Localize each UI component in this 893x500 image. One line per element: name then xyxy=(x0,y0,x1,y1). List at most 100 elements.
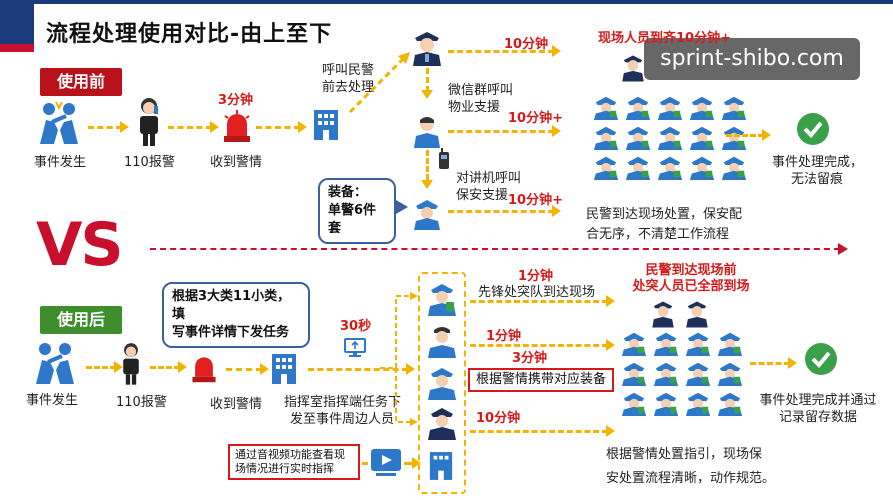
flow-arrowhead-down xyxy=(421,90,433,99)
before-time-10min-plus-1: 10分钟+ xyxy=(508,111,563,126)
after-callout-line1: 根据3大类11小类，填 xyxy=(172,289,291,322)
police-officer-icon xyxy=(652,330,680,356)
after-video-line2: 场情况进行实时指挥 xyxy=(235,462,334,475)
after-callout-line2: 写事件详情下发任务 xyxy=(172,325,290,340)
monitor-icon xyxy=(344,338,366,358)
before-dispatch-line2: 前去处理 xyxy=(322,80,375,95)
flow-arrow-vertical xyxy=(426,68,429,92)
security-guard-icon xyxy=(426,322,458,358)
after-arrive-line2: 处突人员已全部到场 xyxy=(632,279,750,294)
before-time-10min-plus-2: 10分钟+ xyxy=(508,193,563,208)
flow-arrowhead xyxy=(788,357,797,369)
page-title: 流程处理使用对比-由上至下 xyxy=(46,22,333,47)
flow-arrow xyxy=(470,430,608,433)
flow-arrow xyxy=(470,300,608,303)
check-icon xyxy=(796,112,830,146)
police-officer-icon xyxy=(716,330,744,356)
police-officer-icon xyxy=(720,94,748,120)
police-officer-icon xyxy=(656,124,684,150)
flow-arrowhead xyxy=(606,339,615,351)
flow-arrowhead xyxy=(606,295,615,307)
police-officer-icon xyxy=(684,390,712,416)
flow-arrow xyxy=(362,462,368,465)
after-guide-line2: 安处置流程清晰，动作规范。 xyxy=(606,471,776,486)
after-equip-box: 根据警情携带对应装备 xyxy=(468,368,615,392)
flow-arrow xyxy=(150,366,180,369)
police-officer-icon xyxy=(410,28,444,66)
before-time-3min: 3分钟 xyxy=(218,93,254,108)
before-badge: 使用前 xyxy=(40,68,122,96)
flow-arrowhead-down xyxy=(421,180,433,189)
security-guard-icon xyxy=(412,114,442,148)
police-officer-icon xyxy=(656,94,684,120)
after-time-1min-a: 1分钟 xyxy=(518,269,554,284)
flow-arrowhead xyxy=(260,363,269,375)
after-vanguard-label: 先锋处突队到达现场 xyxy=(478,285,596,300)
flow-arrowhead xyxy=(406,363,415,375)
police-officer-icon xyxy=(688,124,716,150)
before-arrive-top: 现场人员到齐10分钟+ xyxy=(598,31,731,46)
top-accent-bar xyxy=(0,0,893,4)
police-officer-icon xyxy=(720,124,748,150)
after-badge: 使用后 xyxy=(40,306,122,334)
corner-accent-blue xyxy=(0,4,34,44)
police-officer-icon xyxy=(684,330,712,356)
police-officer-icon xyxy=(656,154,684,180)
before-wechat-line1: 微信群呼叫 xyxy=(448,83,514,98)
flow-arrow xyxy=(726,134,764,137)
police-officer-icon xyxy=(688,94,716,120)
flow-arrowhead xyxy=(552,45,561,57)
after-video-box: 通过音视频功能查看现 场情况进行实时指挥 xyxy=(228,444,360,480)
callout-tail xyxy=(396,200,408,214)
after-result-line1: 事件处理完成并通过 xyxy=(759,393,877,408)
branch-arrows xyxy=(380,292,418,426)
flow-arrowhead xyxy=(298,121,307,133)
flow-arrowhead xyxy=(114,361,123,373)
before-report-label: 110报警 xyxy=(124,155,175,170)
after-command-line2: 发至事件周边人员 xyxy=(290,412,395,427)
police-officer-icon xyxy=(684,360,712,386)
police-officer-icon xyxy=(426,404,458,440)
before-equip-line1: 装备： xyxy=(328,185,368,200)
after-arrive-line1: 民警到达现场前 xyxy=(645,263,737,278)
video-play-icon xyxy=(370,446,402,478)
after-time-3min-b: 3分钟 xyxy=(512,351,548,366)
before-event-label: 事件发生 xyxy=(34,155,87,170)
police-officer-icon xyxy=(624,154,652,180)
fight-icon xyxy=(34,100,84,146)
responder-group-box xyxy=(418,272,466,494)
before-result-line1: 事件处理完成， xyxy=(772,155,864,170)
divider-arrow-line xyxy=(150,248,840,250)
police-officer-icon xyxy=(624,124,652,150)
watermark: sprint-shibo.com xyxy=(644,38,860,80)
police-officer-icon xyxy=(620,52,646,82)
check-icon xyxy=(804,342,838,376)
flow-arrow xyxy=(86,366,116,369)
building-icon xyxy=(312,108,340,142)
walkie-talkie-icon xyxy=(436,148,452,170)
before-radio-line1: 对讲机呼叫 xyxy=(456,171,522,186)
flow-arrowhead xyxy=(606,425,615,437)
before-result-line2: 无法留痕 xyxy=(790,172,843,187)
after-guide-line1: 根据警情处置指引，现场保 xyxy=(606,447,763,462)
before-chaos-line1: 民警到达现场处置，保安配 xyxy=(586,207,743,222)
flow-arrowhead xyxy=(552,205,561,217)
flow-arrow xyxy=(448,130,554,133)
building-icon xyxy=(270,352,298,386)
divider-arrow-head xyxy=(838,243,848,255)
before-officer-group xyxy=(592,94,748,180)
fight-icon xyxy=(30,340,80,386)
after-command-line1: 指挥室指挥端任务下 xyxy=(284,395,402,410)
before-equip-line2: 单警6件套 xyxy=(328,203,377,236)
police-officer-icon xyxy=(720,154,748,180)
police-officer-icon xyxy=(624,94,652,120)
flow-arrow xyxy=(256,126,300,129)
flow-arrow-vertical xyxy=(426,150,429,180)
police-officer-icon xyxy=(620,360,648,386)
police-officer-icon xyxy=(592,154,620,180)
after-report-label: 110报警 xyxy=(116,395,167,410)
after-event-label: 事件发生 xyxy=(26,393,79,408)
alarm-light-icon xyxy=(190,352,218,384)
flow-arrow xyxy=(470,344,608,347)
